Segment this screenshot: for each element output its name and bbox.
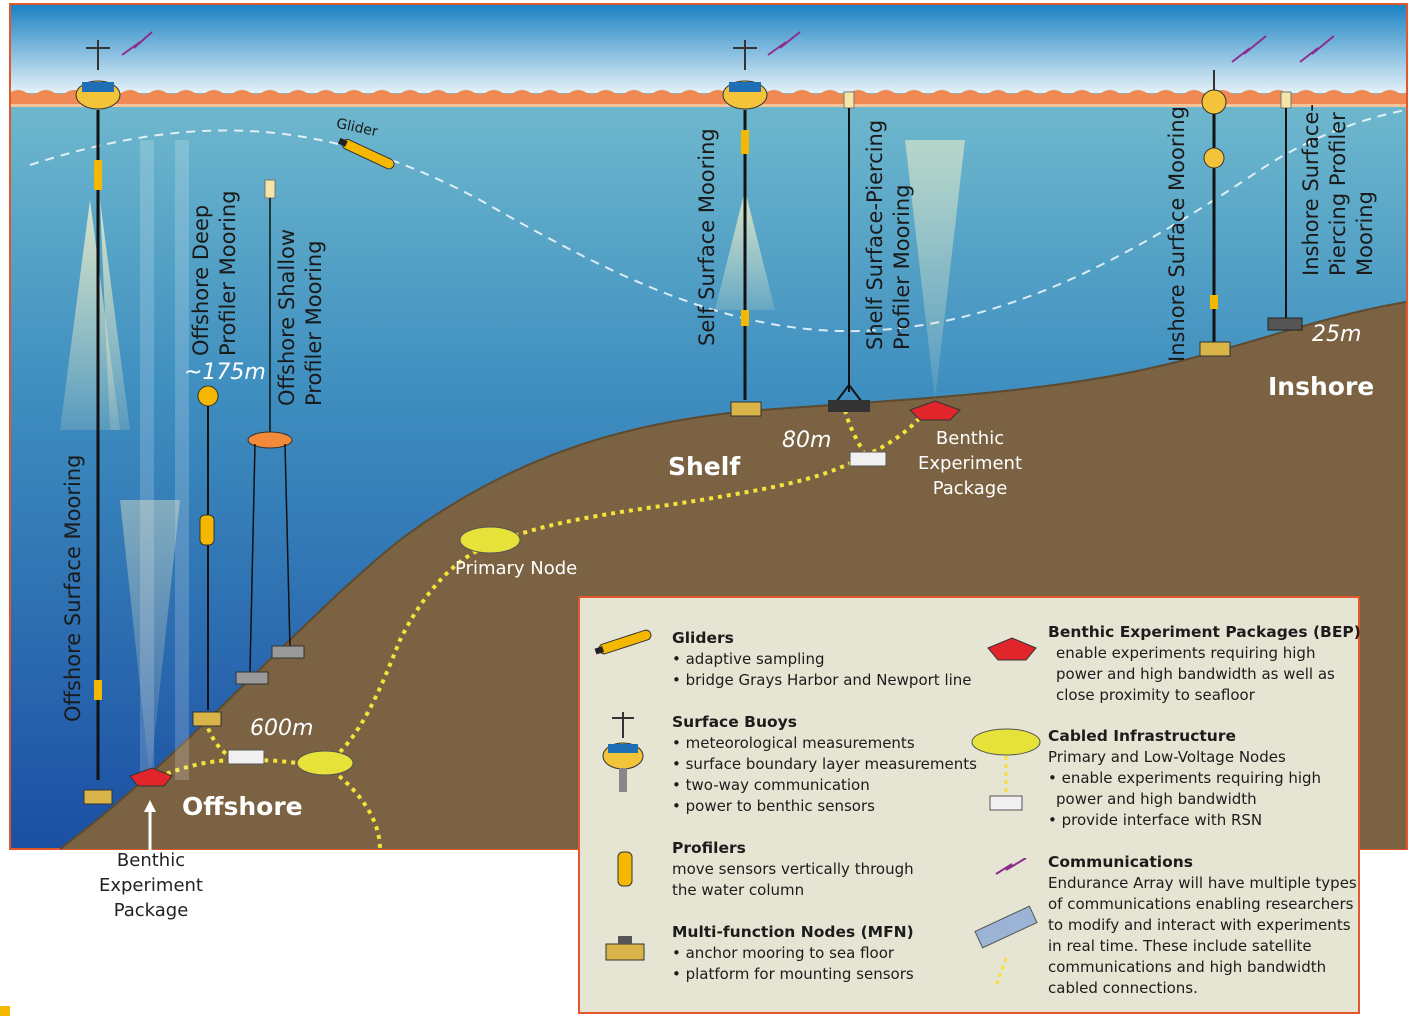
inshore-surface-piercing-label: Inshore Surface- Piercing Profiler Moori… [1299,104,1377,276]
sea-surface [11,90,1406,106]
region-inshore: Inshore [1268,372,1375,401]
inshore-surface-piercing-profiler-mooring [1267,35,1335,331]
offshore-shallow-profiler-mooring [235,179,305,685]
glider-path [29,109,1407,332]
legend-gliders: Gliders • adaptive sampling • bridge Gra… [672,629,972,689]
region-offshore: Offshore [182,792,303,821]
inshore-surface-mooring-label: Inshore Surface Mooring [1165,106,1189,362]
satellite-icon [974,858,1038,987]
legend-comms: Communications Endurance Array will have… [1048,853,1357,997]
bep-icon [987,637,1037,661]
legend-bep: Benthic Experiment Packages (BEP) enable… [1048,623,1361,704]
depth-600: 600m [250,716,314,741]
node-icon [971,728,1041,811]
offshore-shallow-profiler-label: Offshore Shallow Profiler Mooring [275,228,326,406]
legend-surface-buoys: Surface Buoys • meteorological measureme… [672,713,977,815]
shelf-surface-piercing-profiler-mooring [828,91,870,412]
depth-25: 25m [1312,322,1362,347]
primary-node-label: Primary Node [455,558,578,579]
shelf-surface-piercing-label: Shelf Surface-Piercing Profiler Mooring [863,119,914,350]
region-shelf: Shelf [668,452,741,481]
glider-icon [594,629,652,655]
glider [337,137,395,170]
legend-profilers: Profilers move sensors vertically throug… [672,839,914,899]
inshore-surface-mooring [1199,35,1267,357]
offshore-surface-mooring-label: Offshore Surface Mooring [61,454,85,722]
legend-cabled: Cabled Infrastructure Primary and Low-Vo… [1048,727,1322,829]
depth-80: 80m [782,428,832,453]
offshore-surface-mooring [75,31,153,805]
sky [11,5,1406,93]
offshore-deep-profiler-mooring [192,385,222,727]
shelf-surface-mooring-label: Self Surface Mooring [695,128,719,346]
benthic-shelf-label: Benthic Experiment Package [918,428,1023,499]
corner-mark [0,1006,10,1016]
depth-175: ~175m [184,360,266,385]
legend-mfn: Multi-function Nodes (MFN) • anchor moor… [672,923,914,983]
mfn-icon [605,936,645,961]
cable-path [149,410,927,782]
offshore-deep-profiler-label: Offshore Deep Profiler Mooring [189,190,240,356]
buoy-icon [602,712,644,792]
shelf-surface-mooring [722,31,801,417]
benthic-offshore-label: Benthic Experiment Package [98,850,203,921]
node [296,750,354,776]
shelf-bep [909,400,961,421]
primary-node [459,526,521,554]
sonar-beam [60,200,120,430]
legend: Gliders • adaptive sampling • bridge Gra… [578,596,1361,1014]
offshore-bep [129,767,173,787]
profiler-icon [617,851,633,887]
